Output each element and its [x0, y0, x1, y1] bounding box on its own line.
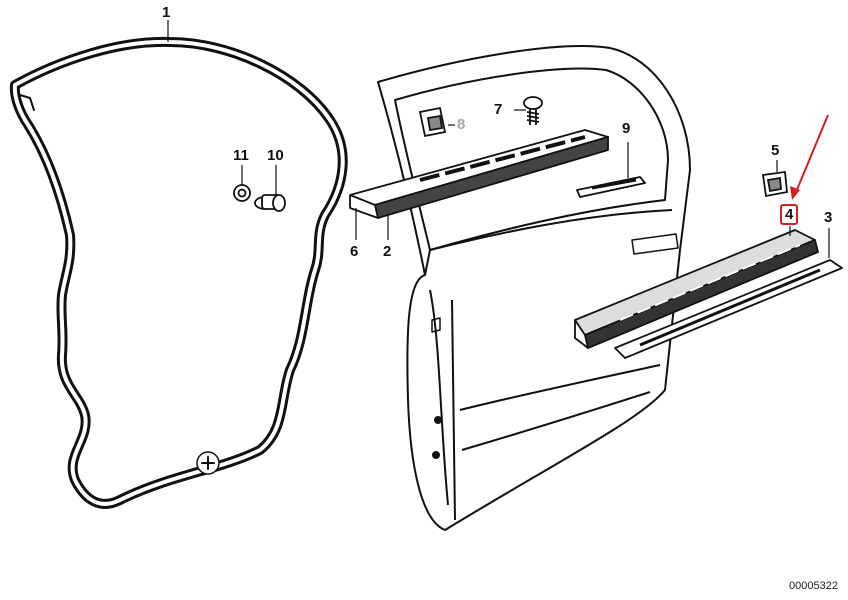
callout-3: 3: [824, 209, 833, 226]
retainer-clip: [761, 170, 788, 198]
clip-and-plug: [233, 184, 286, 212]
callout-6: 6: [350, 243, 359, 260]
document-number: 00005322: [789, 580, 838, 592]
callout-10: 10: [267, 147, 284, 164]
callout-2: 2: [383, 243, 392, 260]
callout-11: 11: [233, 147, 249, 164]
highlight-arrow: [790, 114, 829, 200]
window-guide: [576, 176, 646, 198]
inner-channel-strip: [349, 129, 609, 219]
outer-channel-strip: [574, 229, 843, 359]
callout-7: 7: [494, 101, 503, 118]
spring-clip: [523, 96, 543, 125]
small-clip: [418, 106, 447, 138]
callout-5: 5: [771, 142, 780, 159]
leader-lines: [167, 20, 830, 258]
door-seal: [9, 36, 348, 509]
callout-9: 9: [622, 120, 631, 137]
callout-1: 1: [162, 4, 171, 21]
door-panel: [377, 45, 691, 531]
callout-8: 8: [457, 116, 466, 133]
callout-4: 4: [780, 204, 799, 225]
